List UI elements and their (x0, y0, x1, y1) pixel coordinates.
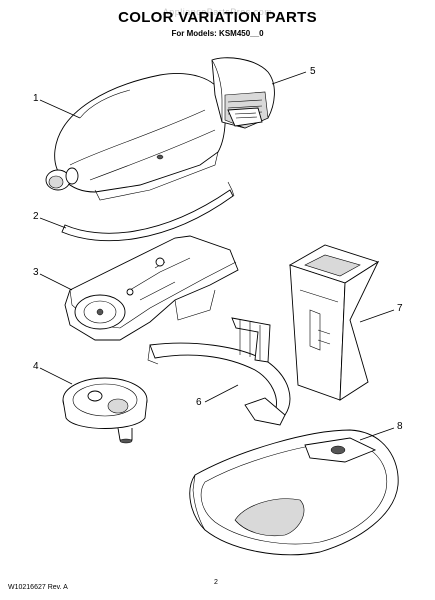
document-number: W10216627 Rev. A (8, 584, 68, 591)
motor-housing-part (45, 73, 226, 201)
planetary-cover-part (62, 377, 148, 444)
leader-line-2 (39, 217, 67, 229)
page-title: COLOR VARIATION PARTS (118, 9, 317, 26)
leader-line-6 (204, 384, 239, 403)
leader-line-8 (359, 427, 395, 441)
callout-label-3: 3 (33, 267, 39, 278)
bowl-support-part (147, 317, 291, 426)
trim-band-part (61, 181, 235, 242)
watermark-text: AppliancePartsPros.com (162, 7, 273, 17)
callout-label-4: 4 (33, 361, 39, 372)
model-subtitle: For Models: KSM450__0 (171, 29, 264, 38)
leader-line-4 (39, 367, 73, 385)
callout-label-7: 7 (397, 303, 403, 314)
leader-line-1 (39, 99, 81, 119)
leader-line-3 (39, 273, 73, 291)
leader-line-5 (271, 71, 307, 85)
callout-label-1: 1 (33, 93, 39, 104)
pedestal-part (288, 244, 380, 401)
gear-case-cover-part (211, 57, 275, 129)
callout-label-2: 2 (33, 211, 39, 222)
base-plate-part (64, 235, 239, 341)
callout-label-5: 5 (310, 66, 316, 77)
leader-line-7 (359, 309, 395, 323)
page-number: 2 (214, 579, 218, 586)
callout-label-8: 8 (397, 421, 403, 432)
stand-base-part (189, 429, 399, 556)
callout-label-6: 6 (196, 397, 202, 408)
